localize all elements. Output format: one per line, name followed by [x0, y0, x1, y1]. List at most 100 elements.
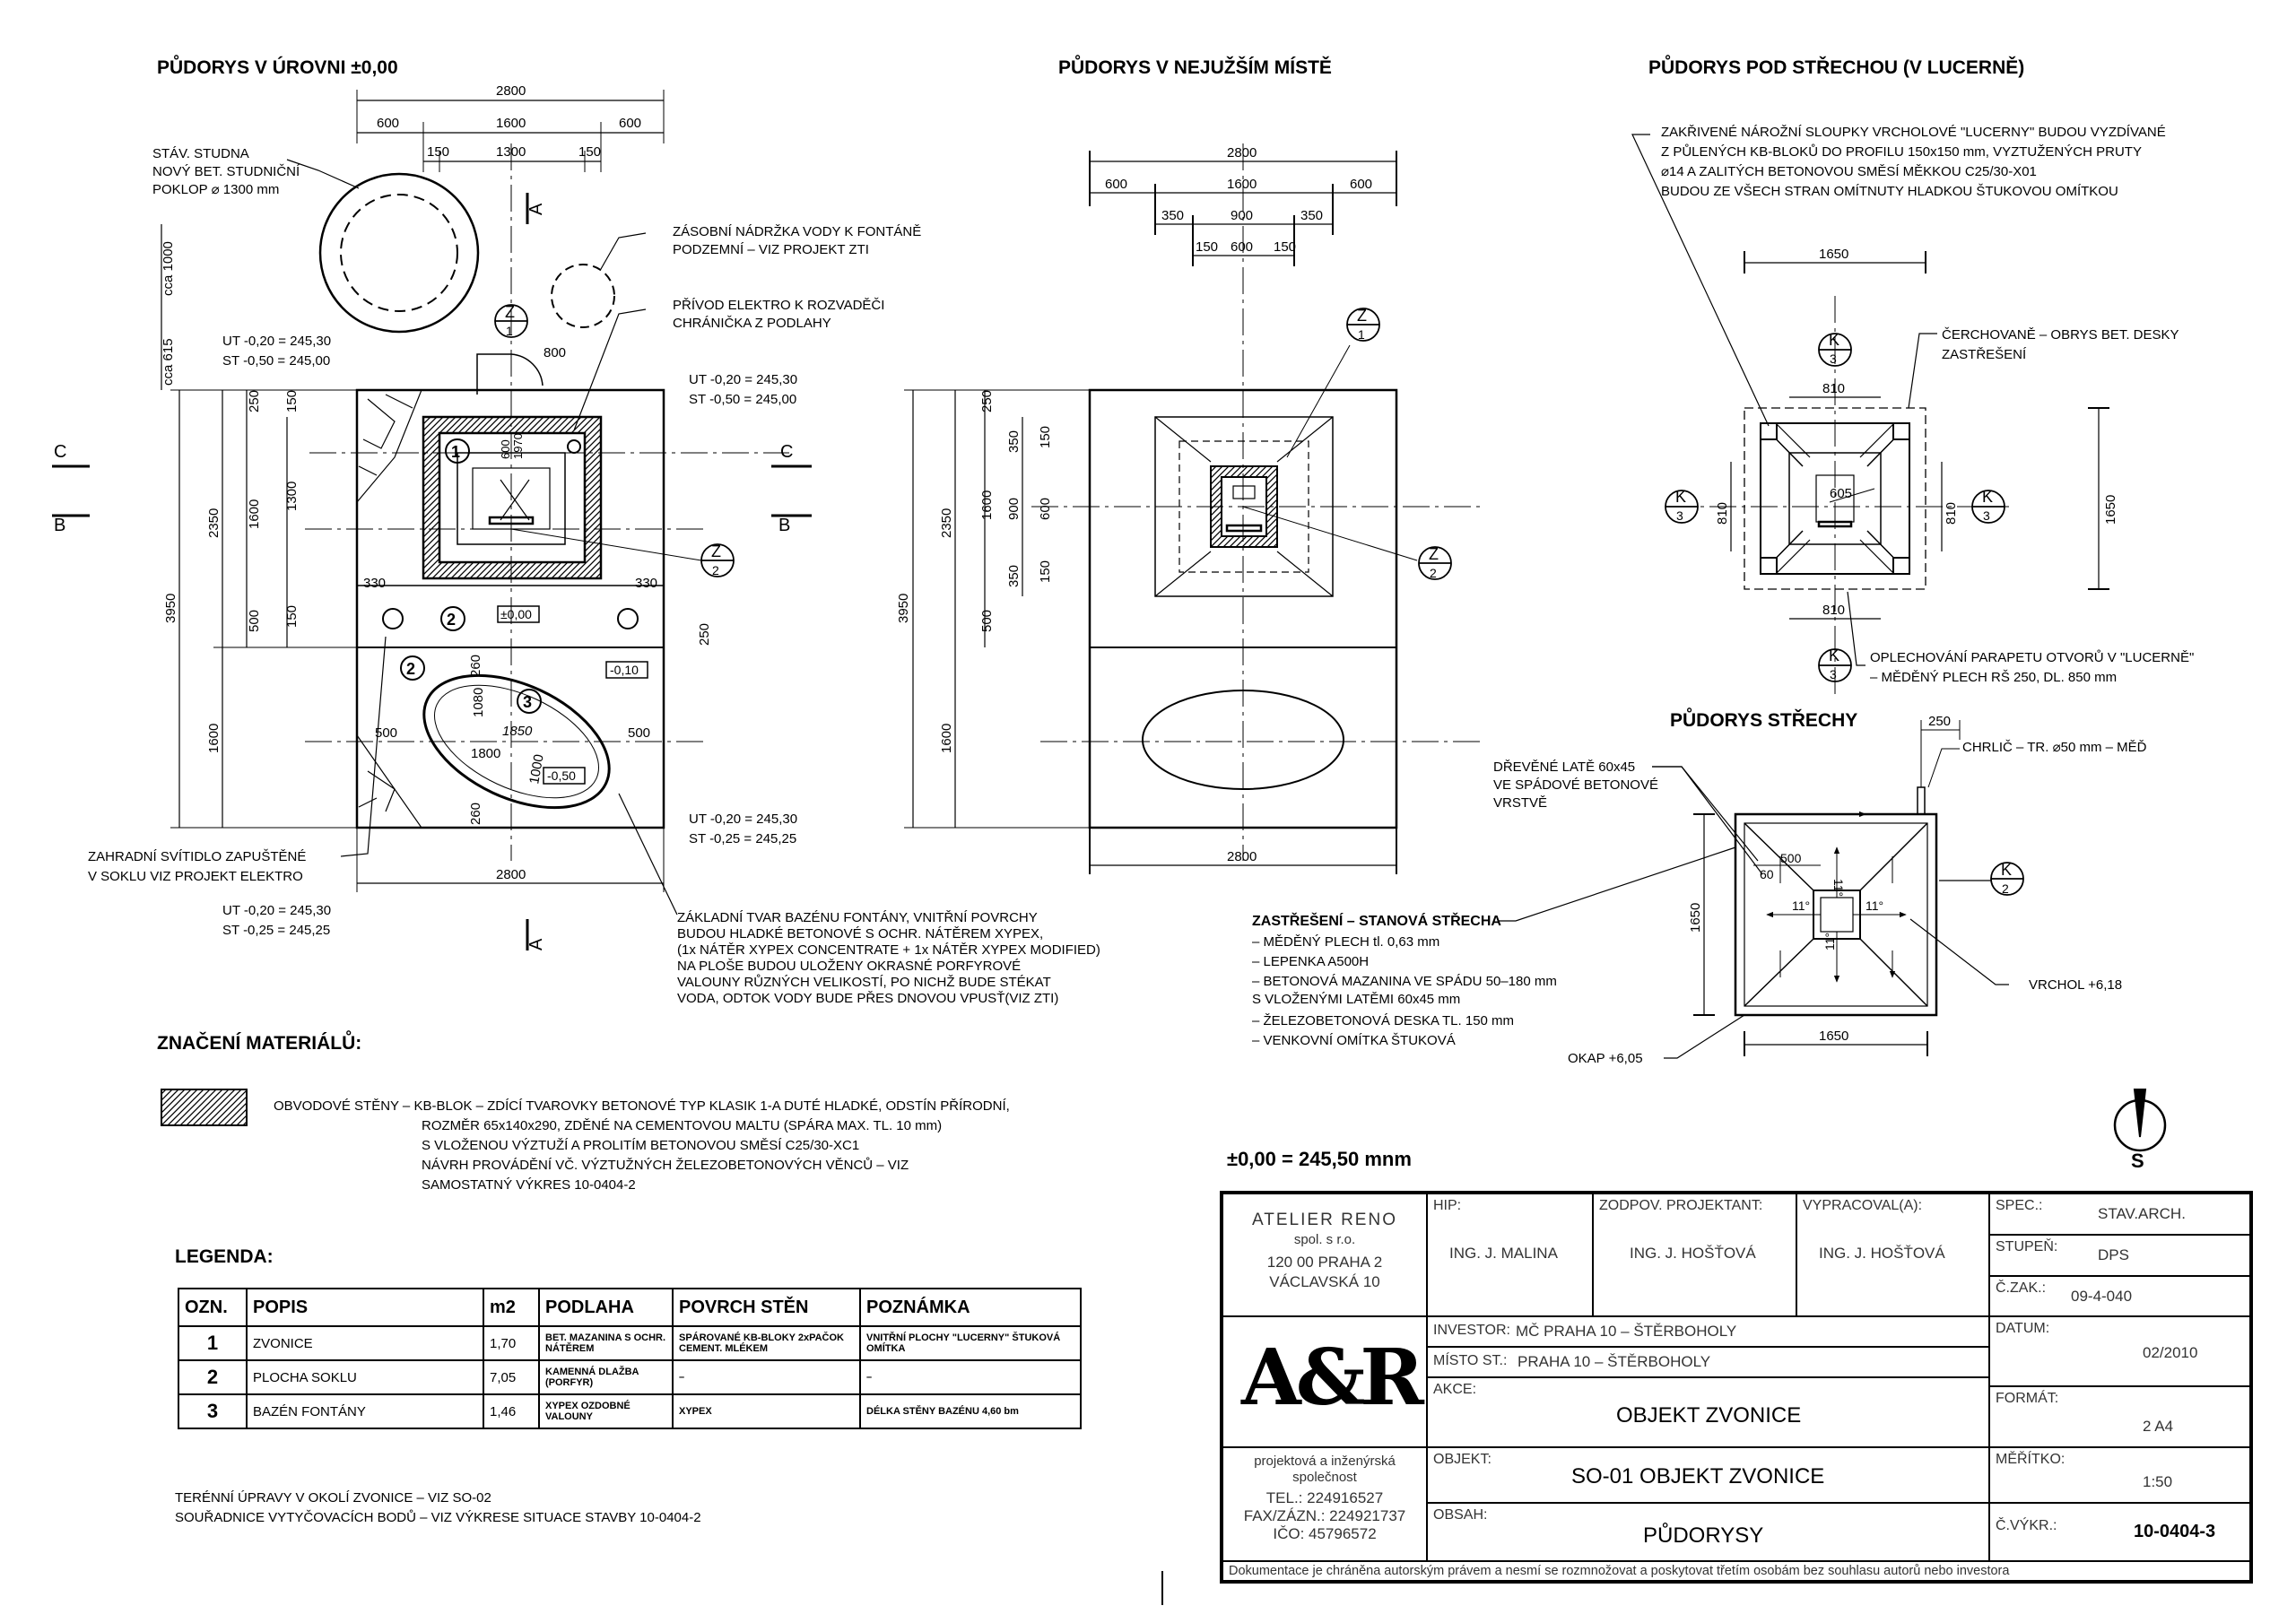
roofing-line-5: – ŽELEZOBETONOVÁ DESKA TL. 150 mm [1252, 1013, 1514, 1028]
note-dashed-2: ZASTŘEŠENÍ [1942, 347, 2027, 362]
objekt-cell: OBJEKT: SO-01 OBJEKT ZVONICE [1427, 1447, 1989, 1503]
legend-walls: SPÁROVANÉ KB-BLOKY 2xPAČOK CEMENT. MLÉKE… [672, 1325, 861, 1361]
dim: 150 [284, 605, 300, 628]
note-flashing-1: OPLECHOVÁNÍ PARAPETU OTVORŮ V "LUCERNĚ" [1870, 649, 2194, 665]
obsah-label: OBSAH: [1433, 1507, 1488, 1523]
spec-label: SPEC.: [1996, 1198, 2043, 1213]
materials-line-4: NÁVRH PROVÁDĚNÍ VČ. VÝZTUŽNÝCH ŽELEZOBET… [422, 1157, 909, 1173]
stupen-label: STUPEŇ: [1996, 1239, 2058, 1254]
dim: 1300 [496, 144, 526, 160]
note-battens-2: VE SPÁDOVÉ BETONOVÉ [1493, 777, 1658, 793]
well-circle [318, 172, 480, 334]
cvykr-label: Č.VÝKR.: [1996, 1518, 2057, 1533]
legend-area: 1,46 [483, 1393, 540, 1429]
section-a-bottom: A [526, 938, 546, 950]
note-pool-6: VODA, ODTOK VODY BUDE PŘES DNOVOU VPUSŤ(… [677, 991, 1058, 1006]
note-lantern-4: BUDOU ZE VŠECH STRAN OMÍTNUTY HLADKOU ŠT… [1661, 184, 2118, 199]
dim: 150 [284, 390, 300, 412]
detail-mark-z1-plan2-num: 1 [1358, 327, 1365, 342]
stupen-cell: STUPEŇ: DPS [1989, 1235, 2250, 1276]
dim: 1600 [1227, 177, 1257, 192]
objekt-value: SO-01 OBJEKT ZVONICE [1571, 1464, 1825, 1488]
vypr-label: VYPRACOVAL(A): [1803, 1198, 1923, 1213]
dim: 900 [1006, 498, 1022, 520]
zodp-value: ING. J. HOŠŤOVÁ [1630, 1245, 1756, 1262]
note-electro-1: PŘÍVOD ELEKTRO K ROZVADĚČI [673, 298, 884, 313]
north-arrow-icon [2133, 1089, 2147, 1138]
note-top: VRCHOL +6,18 [2029, 977, 2122, 993]
dim: 150 [1196, 239, 1218, 255]
legend-walls: – [672, 1359, 861, 1395]
cvykr-cell: Č.VÝKR.: 10-0404-3 [1989, 1503, 2250, 1561]
meritko-label: MĚŘÍTKO: [1996, 1452, 2066, 1467]
dim: 600 [1231, 239, 1253, 255]
note-battens-3: VRSTVĚ [1493, 795, 1547, 811]
detail-mark-z2-plan2-num: 2 [1430, 566, 1437, 580]
note-garden-light-1: ZAHRADNÍ SVÍTIDLO ZAPUŠTĚNÉ [88, 849, 306, 864]
legend-name: ZVONICE [246, 1325, 484, 1361]
dim: 11° [1831, 879, 1846, 897]
hip-value: ING. J. MALINA [1449, 1245, 1558, 1262]
level-a-1: UT -0,20 = 245,30 [222, 334, 331, 349]
investor-cell: INVESTOR: MČ PRAHA 10 – ŠTĚRBOHOLY [1427, 1316, 1989, 1347]
dim: 250 [1928, 714, 1951, 729]
dim: 11° [1792, 898, 1810, 913]
investor-label: INVESTOR: [1433, 1323, 1510, 1338]
dim: 500 [247, 610, 262, 632]
dim: 350 [1161, 208, 1184, 223]
roofing-line-6: – VENKOVNÍ OMÍTKA ŠTUKOVÁ [1252, 1033, 1456, 1048]
legend-no: 3 [178, 1393, 248, 1429]
dim: 350 [1006, 565, 1022, 587]
format-label: FORMÁT: [1996, 1391, 2059, 1406]
note-battens-1: DŘEVĚNÉ LATĚ 60x45 [1493, 759, 1635, 775]
note-dashed-1: ČERCHOVANĚ – OBRYS BET. DESKY [1942, 327, 2179, 343]
dim: cca 1000 [161, 241, 176, 296]
dim: 2800 [496, 867, 526, 882]
dim: 330 [363, 576, 386, 591]
dim: 250 [979, 390, 995, 412]
pool-ellipse [422, 673, 611, 810]
level-c-2: ST -0,25 = 245,25 [689, 831, 796, 846]
table-row: 3 BAZÉN FONTÁNY 1,46 XYPEX OZDOBNÉ VALOU… [178, 1393, 1082, 1429]
materials-line-2: ROZMĚR 65x140x290, ZDĚNÉ NA CEMENTOVOU M… [422, 1118, 942, 1133]
dim: cca 615 [161, 338, 176, 386]
dim: 1650 [1819, 247, 1848, 262]
copyright-cell: Dokumentace je chráněna autorským právem… [1222, 1561, 2250, 1581]
firm-cell: ATELIER RENO spol. s r.o. 120 00 PRAHA 2… [1222, 1193, 1427, 1316]
cvykr-value: 10-0404-3 [2134, 1522, 2216, 1541]
misto-label: MÍSTO ST.: [1433, 1353, 1508, 1368]
dim: 500 [628, 725, 650, 741]
title-block: ATELIER RENO spol. s r.o. 120 00 PRAHA 2… [1220, 1191, 2253, 1584]
detail-mark-k3-top-num: 3 [1830, 352, 1837, 366]
zodp-label: ZODPOV. PROJEKTANT: [1599, 1198, 1763, 1213]
dim: 900 [1231, 208, 1253, 223]
level-d-1: UT -0,20 = 245,30 [222, 903, 331, 918]
dim: 150 [1038, 426, 1053, 448]
note-garden-light-2: V SOKLU VIZ PROJEKT ELEKTRO [88, 869, 303, 884]
dim: 800 [544, 345, 566, 360]
legend-table: OZN. POPIS m2 PODLAHA POVRCH STĚN POZNÁM… [178, 1288, 1082, 1429]
detail-mark-k3-bottom: K [1829, 647, 1839, 664]
obsah-value: PŮDORYSY [1643, 1523, 1764, 1548]
dim: 1600 [206, 724, 222, 753]
section-a-top: A [526, 203, 546, 215]
datum-value: 02/2010 [2143, 1344, 2198, 1361]
legend-header: POVRCH STĚN [672, 1288, 861, 1327]
plan-narrowest [904, 143, 1480, 874]
dim: 810 [1944, 502, 1959, 525]
dim: 250 [247, 390, 262, 412]
dim: 11° [1822, 933, 1837, 950]
roofing-line-1: – MĚDĚNÝ PLECH tl. 0,63 mm [1252, 934, 1439, 950]
stone-paving-top [356, 389, 422, 504]
datum-cell: DATUM: 02/2010 [1989, 1316, 2250, 1386]
obsah-cell: OBSAH: PŮDORYSY [1427, 1503, 1989, 1561]
czak-value: 09-4-040 [2071, 1288, 2133, 1305]
detail-mark-k2: K [2001, 861, 2012, 879]
dim: 810 [1822, 603, 1845, 618]
detail-mark-k3-bottom-num: 3 [1830, 667, 1837, 681]
dim: 600 [1350, 177, 1372, 192]
logo-cell: A&R [1222, 1316, 1427, 1447]
datum-level: ±0,00 = 245,50 mnm [1227, 1148, 1412, 1170]
objekt-label: OBJEKT: [1433, 1452, 1492, 1467]
format-value: 2 A4 [2143, 1418, 2174, 1435]
